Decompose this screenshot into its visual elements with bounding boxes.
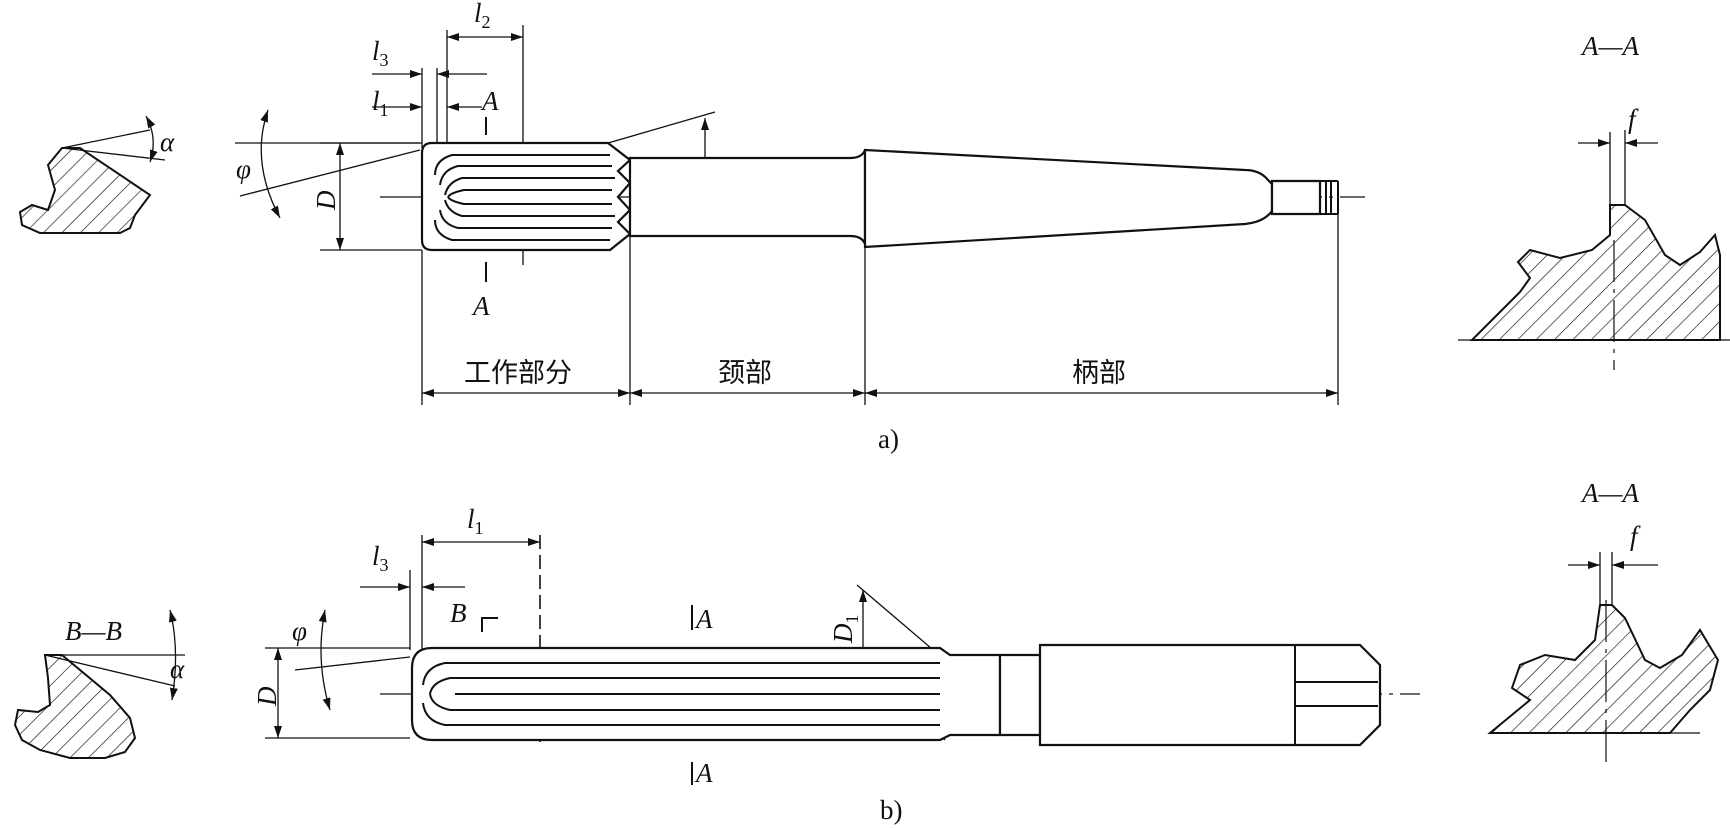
a-phi-label: φ — [236, 154, 251, 184]
b-phi-label: φ — [292, 616, 307, 646]
a-working-part-label: 工作部分 — [464, 358, 572, 389]
b-section-bb-title: B—B — [65, 616, 122, 646]
b-dim-phi: φ — [265, 609, 411, 711]
b-section-mark-a-bottom: A — [694, 758, 713, 788]
a-dim-l1: l1 — [372, 86, 482, 120]
b-dim-l3: l3 — [360, 541, 465, 650]
a-reamer-body — [420, 141, 1339, 252]
a-tooth-profile-section: α — [18, 115, 175, 234]
b-section-aa: A—A f — [1487, 478, 1720, 765]
a-section-aa: A—A f — [1458, 31, 1730, 370]
b-l1-label: l1 — [467, 504, 484, 538]
b-section-a-marker: A A — [691, 604, 713, 788]
a-section-marker: A A — [471, 86, 499, 321]
a-l3-label: l3 — [372, 36, 389, 70]
a-section-mark-bottom: A — [471, 291, 490, 321]
a-l1-label: l1 — [372, 86, 389, 120]
a-l2-label: l2 — [474, 0, 491, 32]
a-f-label: f — [1628, 104, 1639, 134]
b-D-label: D — [252, 686, 282, 707]
a-caption: a) — [878, 424, 899, 454]
a-section-aa-title: A—A — [1580, 31, 1640, 61]
b-caption: b) — [880, 795, 903, 825]
a-D-left-label: D — [311, 190, 341, 211]
a-neck-label: 颈部 — [718, 358, 772, 389]
b-section-mark-a-top: A — [694, 604, 713, 634]
b-D1-label: D1 — [828, 615, 862, 645]
figure-b: B—B α l1 l3 B B — [13, 478, 1720, 825]
b-section-aa-title: A—A — [1580, 478, 1640, 508]
b-alpha-label: α — [170, 654, 185, 684]
a-shank-label: 柄部 — [1072, 358, 1126, 389]
b-dim-D: D — [252, 648, 410, 739]
figure-a: α l2 l3 l1 A A — [18, 0, 1730, 454]
a-section-mark-top: A — [480, 86, 499, 116]
b-l3-label: l3 — [372, 541, 389, 575]
b-f-label: f — [1630, 521, 1641, 551]
b-reamer-body — [410, 643, 1382, 747]
a-alpha-label: α — [160, 127, 175, 157]
b-section-bb: B—B α — [13, 609, 185, 759]
a-part-dimensions: 工作部分 颈部 柄部 — [421, 214, 1339, 405]
a-dim-D-left: D — [311, 142, 422, 251]
b-section-mark-b-top: B — [450, 598, 467, 628]
a-dim-l3: l3 — [372, 36, 487, 148]
